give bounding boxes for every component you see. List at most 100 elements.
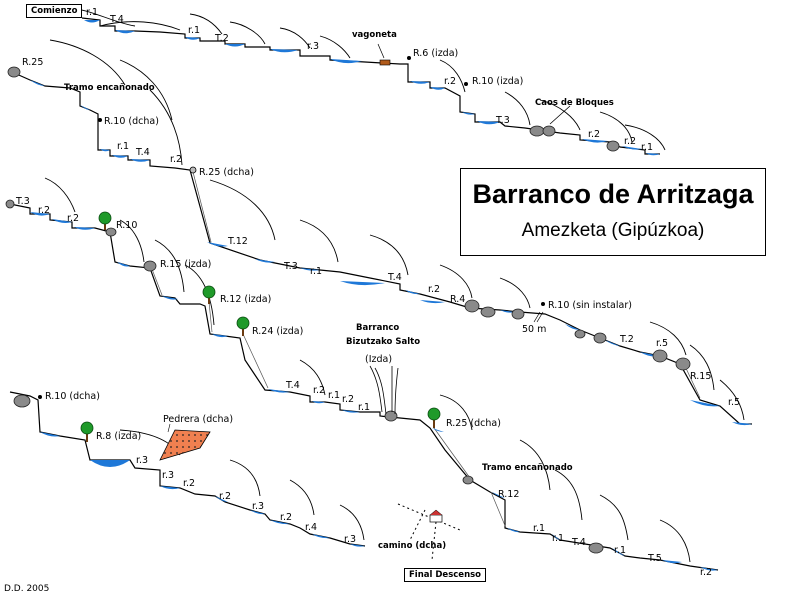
caos-arrow [549, 105, 571, 125]
wall-4 [229, 21, 266, 45]
label-t3: T.3 [283, 261, 298, 272]
pool [622, 146, 642, 150]
start-label: Comienzo [26, 4, 83, 18]
pool [162, 296, 178, 300]
label-r12: R.12 [498, 489, 519, 500]
pool [477, 121, 500, 125]
pool [342, 410, 360, 413]
label-r2: r.2 [183, 478, 195, 489]
label-r3: r.3 [252, 501, 264, 512]
wall-12 [539, 99, 581, 131]
label-r5: r.5 [728, 397, 740, 408]
anchor-icon [38, 395, 42, 399]
profile-row2 [11, 71, 752, 425]
pool [612, 548, 625, 556]
pool [80, 105, 90, 110]
camino-path [409, 509, 426, 541]
wall-9 [149, 89, 183, 166]
pool [405, 290, 420, 295]
wall-23 [44, 177, 76, 213]
pool [74, 227, 95, 230]
label-r2: r.2 [588, 129, 600, 140]
pool [420, 300, 445, 304]
wall-14 [624, 124, 666, 151]
label-tramo: Tramo encañonado [482, 463, 573, 473]
rappel-line-r24 [242, 333, 269, 389]
wall-34 [229, 459, 261, 497]
pool [40, 432, 60, 437]
pool [117, 262, 130, 267]
label-r2: r.2 [38, 205, 50, 216]
wall-36 [339, 504, 365, 541]
label-r6: R.6 (izda) [413, 48, 458, 59]
label-r25-dcha: R.25 (dcha) [446, 418, 501, 429]
wall-13 [599, 111, 633, 143]
label-r10-dcha: R.10 (dcha) [104, 116, 159, 127]
label-t3: T.3 [495, 115, 510, 126]
boulder [464, 299, 480, 313]
label-caos: Caos de Bloques [535, 98, 614, 108]
pool [255, 259, 275, 263]
label-t4: T.4 [571, 537, 586, 548]
wall-11 [504, 91, 531, 126]
side-canyon-wall [394, 367, 399, 415]
pool [160, 486, 180, 490]
wall-27 [299, 359, 326, 396]
anchor-icon [541, 302, 545, 306]
boulder [511, 308, 525, 320]
pool [662, 560, 682, 564]
label-r3: r.3 [162, 470, 174, 481]
pool [225, 44, 245, 47]
label-r2: r.2 [342, 394, 354, 405]
label-t2: T.2 [619, 334, 634, 345]
pool [552, 534, 560, 540]
rappel-line-r12b [490, 491, 507, 529]
wall-5 [279, 27, 311, 49]
label-r4: r.4 [305, 522, 317, 533]
pool [350, 544, 365, 547]
label-t5: T.5 [647, 553, 662, 564]
label-r10: R.10 [116, 220, 137, 231]
boulder [574, 329, 586, 339]
label-r8-izda: R.8 (izda) [96, 431, 141, 442]
pool [430, 87, 445, 90]
pool [100, 149, 110, 152]
wall-10 [439, 59, 466, 93]
wall-30 [554, 469, 583, 521]
pool [690, 400, 720, 407]
label-r1: r.1 [552, 533, 564, 544]
tree-icon [236, 316, 250, 336]
wall-3 [189, 13, 223, 35]
tree-icon [202, 285, 216, 304]
label-bizutzako: Bizutzako Salto [346, 337, 420, 347]
pool [312, 401, 325, 404]
label-r12-izda: R.12 (izda) [220, 294, 271, 305]
pool [30, 80, 45, 86]
label-r1: r.1 [641, 142, 653, 153]
label-r2: r.2 [313, 385, 325, 396]
wall-20 [649, 321, 687, 356]
wall-8 [119, 59, 173, 121]
camino-hut-roof [429, 509, 443, 516]
profile-row3 [9, 203, 719, 571]
author-credit: D.D. 2005 [4, 584, 50, 594]
label-r2: r.2 [700, 567, 712, 578]
label-t3: T.3 [15, 196, 30, 207]
label-r4: R.4 [450, 294, 465, 305]
label-izda: (Izda) [365, 354, 392, 365]
label-r1: r.1 [614, 545, 626, 556]
label-r1: r.1 [328, 390, 340, 401]
pool [732, 422, 752, 426]
wall-15 [209, 179, 276, 241]
label-r1: r.1 [188, 25, 200, 36]
pool [250, 510, 265, 515]
wall-2 [99, 21, 181, 31]
rappel-line-r12 [208, 301, 213, 333]
wall-31 [599, 494, 629, 541]
pool [605, 340, 620, 346]
wall-19 [499, 277, 531, 309]
gap-marker [536, 311, 544, 323]
pool [215, 496, 228, 502]
label-barranco: Barranco [356, 323, 399, 333]
